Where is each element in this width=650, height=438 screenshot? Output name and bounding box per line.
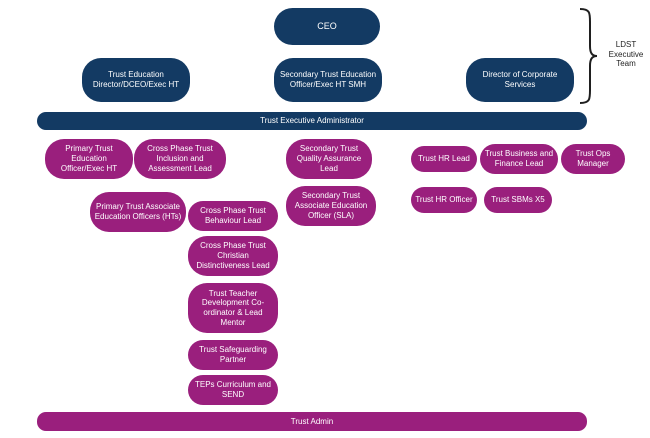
primary-trust-education-officer-node: Primary Trust Education Officer/Exec HT [45,139,133,179]
director-corporate-services-node: Director of Corporate Services [466,58,574,102]
hr-officer-node: Trust HR Officer [411,187,477,213]
executive-team-label: LDST Executive Team [608,40,644,69]
safeguarding-partner-node: Trust Safeguarding Partner [188,340,278,370]
business-finance-lead-node: Trust Business and Finance Lead [480,144,558,174]
primary-associate-education-officers-node: Primary Trust Associate Education Office… [90,192,186,232]
cross-phase-inclusion-lead-node: Cross Phase Trust Inclusion and Assessme… [134,139,226,179]
secondary-associate-education-officer-node: Secondary Trust Associate Education Offi… [286,186,376,226]
sbms-label: Trust SBMs X5 [491,195,545,205]
hr-officer-label: Trust HR Officer [415,195,473,205]
safeguarding-partner-label: Trust Safeguarding Partner [199,345,267,364]
secondary-quality-assurance-lead-label: Secondary Trust Quality Assurance Lead [296,144,362,173]
primary-trust-education-officer-label: Primary Trust Education Officer/Exec HT [60,144,118,173]
hr-lead-node: Trust HR Lead [411,146,477,172]
teacher-development-coordinator-label: Trust Teacher Development Co-ordinator &… [201,288,265,327]
ops-manager-node: Trust Ops Manager [561,144,625,174]
executive-team-brace [579,8,598,104]
secondary-trust-education-officer-label: Secondary Trust Education Officer/Exec H… [279,70,377,89]
primary-associate-education-officers-label: Primary Trust Associate Education Office… [94,202,182,221]
cross-phase-christian-lead-node: Cross Phase Trust Christian Distinctiven… [188,236,278,276]
cross-phase-inclusion-lead-label: Cross Phase Trust Inclusion and Assessme… [147,144,213,173]
trust-education-director-label: Trust Education Director/DCEO/Exec HT [92,70,180,89]
trust-admin-label: Trust Admin [290,416,334,426]
cross-phase-behaviour-lead-label: Cross Phase Trust Behaviour Lead [200,206,266,225]
cross-phase-behaviour-lead-node: Cross Phase Trust Behaviour Lead [188,201,278,231]
trust-executive-administrator-label: Trust Executive Administrator [260,116,364,126]
teps-curriculum-send-label: TEPs Curriculum and SEND [194,380,272,399]
teps-curriculum-send-node: TEPs Curriculum and SEND [188,375,278,405]
trust-executive-administrator-bar: Trust Executive Administrator [37,112,587,130]
trust-education-director-node: Trust Education Director/DCEO/Exec HT [82,58,190,102]
ceo-node: CEO [274,8,380,45]
sbms-node: Trust SBMs X5 [484,187,552,213]
secondary-trust-education-officer-node: Secondary Trust Education Officer/Exec H… [274,58,382,102]
ceo-label: CEO [317,21,337,32]
teacher-development-coordinator-node: Trust Teacher Development Co-ordinator &… [188,283,278,333]
trust-admin-bar: Trust Admin [37,412,587,431]
secondary-associate-education-officer-label: Secondary Trust Associate Education Offi… [294,191,368,220]
secondary-quality-assurance-lead-node: Secondary Trust Quality Assurance Lead [286,139,372,179]
cross-phase-christian-lead-label: Cross Phase Trust Christian Distinctiven… [196,241,270,270]
hr-lead-label: Trust HR Lead [418,154,470,164]
ops-manager-label: Trust Ops Manager [575,149,611,168]
director-corporate-services-label: Director of Corporate Services [482,70,558,89]
business-finance-lead-label: Trust Business and Finance Lead [484,149,554,168]
